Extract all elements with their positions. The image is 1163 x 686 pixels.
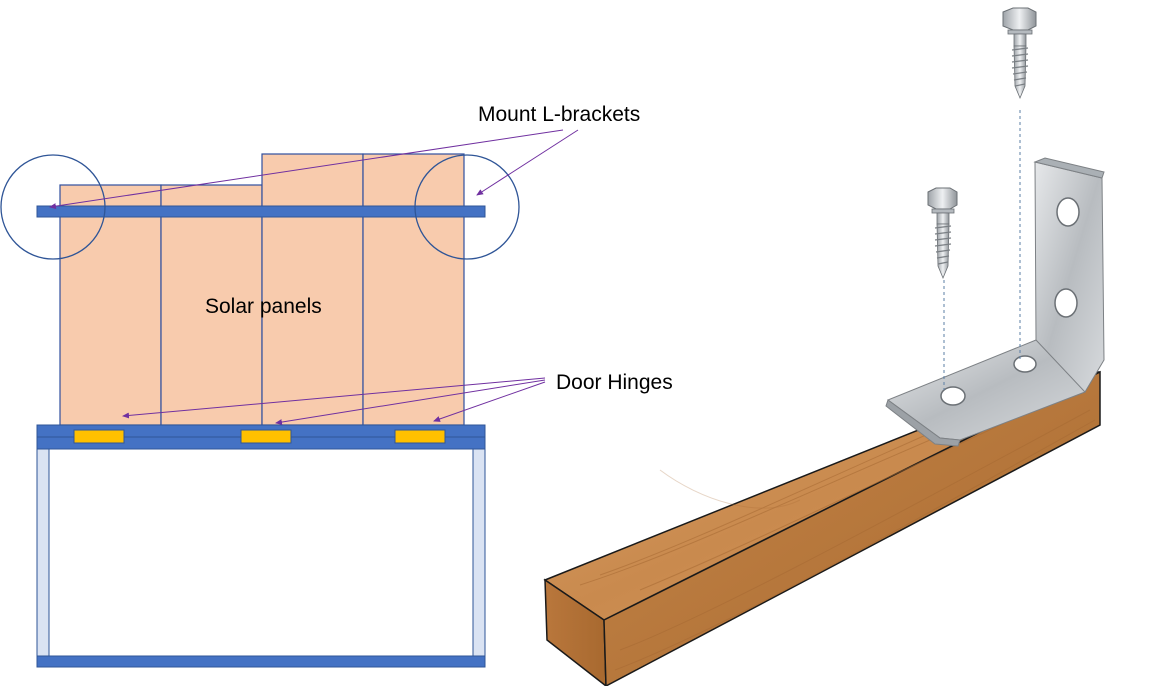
l-bracket-hole-left (940, 386, 966, 406)
lag-screw-icon (1002, 7, 1037, 100)
lag-screw-washer-left (931, 208, 955, 214)
lag-screw-shank-right (1013, 33, 1027, 47)
frame-bottom-rail (36, 655, 486, 668)
l-bracket-horizontal-edge (885, 399, 961, 447)
base-frame (36, 424, 486, 668)
wood-beam (543, 370, 1101, 686)
solar-panel-2 (160, 184, 263, 426)
solar-panel-3 (261, 153, 364, 426)
arrow-hinge-1 (122, 377, 546, 419)
mount-bracket-circle-left (0, 154, 106, 260)
wood-beam-side (603, 370, 1101, 686)
arrow-hinge-3 (433, 381, 546, 422)
lag-screw-shank-left (936, 212, 950, 225)
l-bracket-hole-right (1013, 355, 1037, 373)
frame-side-right (472, 448, 486, 657)
door-hinge-1 (73, 429, 125, 444)
arrow-mount-left (49, 129, 564, 210)
arrow-mount-right (476, 129, 579, 196)
wood-beam-front (544, 578, 607, 686)
door-hinge-arrows (122, 377, 546, 426)
solar-panels-label: Solar panels (205, 295, 322, 318)
bracket-mount-illustration (543, 7, 1105, 686)
l-bracket-vertical-edge (1033, 157, 1105, 179)
frame-side-left (36, 448, 50, 657)
solar-panel-4 (362, 153, 465, 426)
arrow-hinge-2 (275, 379, 546, 426)
l-bracket-icon (885, 157, 1105, 447)
lag-screw-head-left (927, 187, 958, 210)
lag-screw-thread-lines-left (934, 225, 952, 265)
l-bracket-hole-upper (1056, 197, 1080, 227)
mount-brackets-label: Mount L-brackets (478, 103, 640, 126)
solar-panel-assembly: Solar panels Mount L-brackets Door Hinge… (0, 103, 673, 668)
mount-bracket-circle-right (414, 154, 520, 260)
mount-bracket-arrows (49, 129, 579, 210)
mount-bar (36, 205, 486, 218)
door-hinges-label: Door Hinges (556, 371, 673, 394)
lag-screw-icon (927, 187, 958, 280)
lag-screw-head-right (1002, 7, 1037, 31)
solar-panel-1 (59, 184, 162, 426)
lag-screw-thread-lines-right (1011, 47, 1029, 87)
door-hinge-2 (240, 429, 292, 444)
solar-panels-group (59, 153, 465, 426)
lag-screw-washer-right (1007, 29, 1033, 35)
l-bracket-hole-lower (1054, 288, 1078, 318)
door-hinge-3 (394, 429, 446, 444)
